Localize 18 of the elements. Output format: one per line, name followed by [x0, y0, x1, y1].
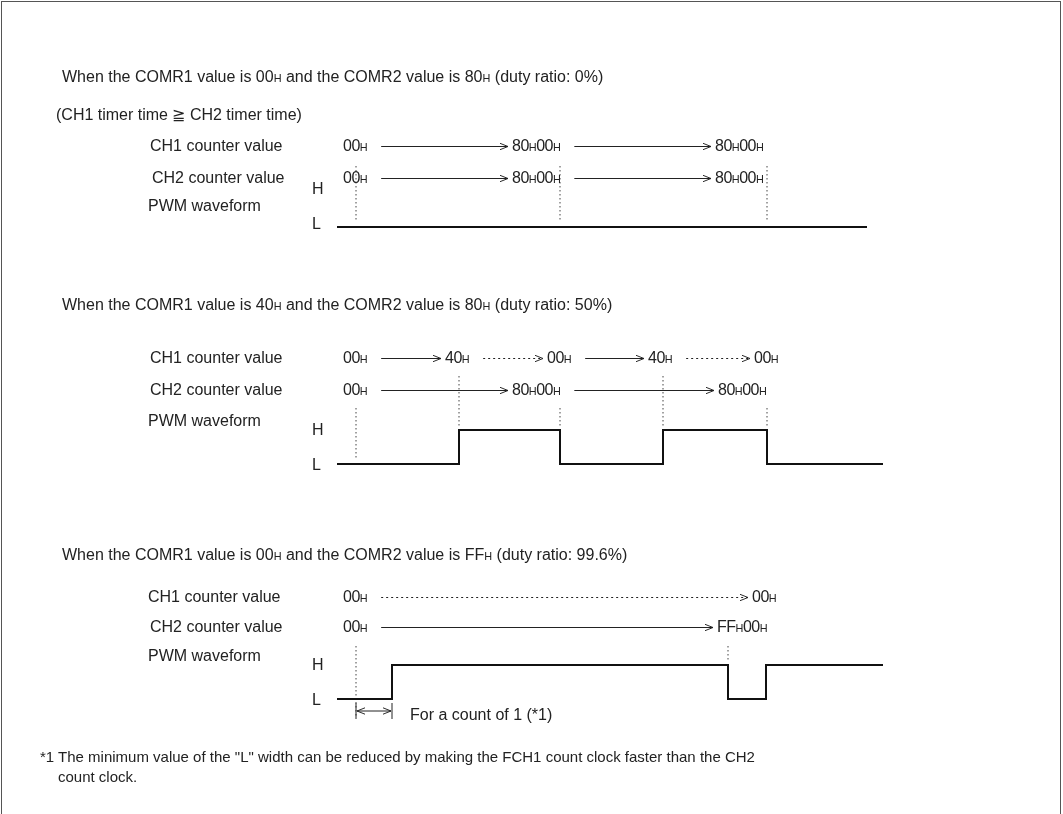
row-label: PWM waveform	[148, 411, 261, 431]
footnote: *1 The minimum value of the "L" width can be reduced by making the FCH1 count clock faster than the CH2 count clock.	[40, 747, 756, 787]
level-label: H	[312, 420, 324, 440]
level-label: L	[312, 690, 321, 710]
level-label: L	[312, 455, 321, 475]
level-label: L	[312, 214, 321, 234]
row-label: CH2 counter value	[150, 380, 283, 400]
level-label: H	[312, 179, 324, 199]
row-label: PWM waveform	[148, 196, 261, 216]
row-label: CH2 counter value	[152, 168, 285, 188]
note-text: (CH1 timer time ≧ CH2 timer time)	[56, 105, 302, 125]
row-label: CH2 counter value	[150, 617, 283, 637]
note-text: For a count of 1 (*1)	[410, 705, 553, 725]
row-label: PWM waveform	[148, 646, 261, 666]
row-label: CH1 counter value	[148, 587, 281, 607]
level-label: H	[312, 655, 324, 675]
row-label: CH1 counter value	[150, 136, 283, 156]
row-label: CH1 counter value	[150, 348, 283, 368]
